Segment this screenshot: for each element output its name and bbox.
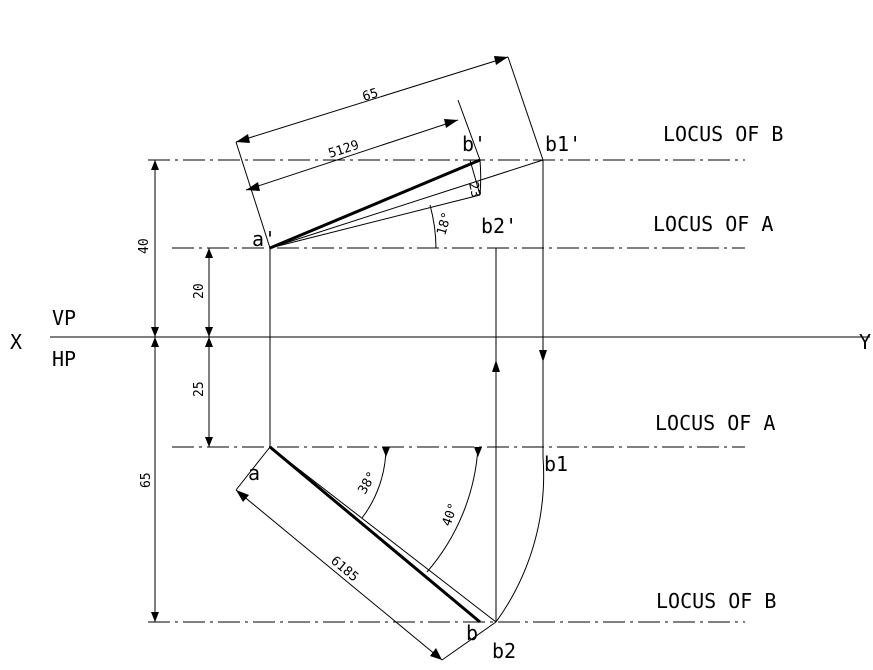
locus-a-bottom-label: LOCUS OF A [655,411,775,435]
point-b-label: b [466,621,478,645]
angle-theta-text: 18° [434,210,455,237]
dim-65-top-line [235,56,509,143]
dim-65-left-arrow-bottom [151,612,159,622]
dim-5129-line [245,119,459,191]
dim-25-arrow-top [205,337,213,347]
projector-arrow-up [492,360,500,372]
arc-38-arrow [382,447,390,457]
dim-20-text: 20 [192,283,207,299]
top-view-a-b [269,445,481,624]
dim-5129-arrow-right [444,119,458,128]
dim-25-text: 25 [192,381,207,397]
dim-65-left-text: 65 [139,472,154,488]
dim-6185-line [235,489,443,661]
dim-20-arrow-bottom [205,327,213,337]
front-view-a-b1-prime [269,159,544,249]
dim-40-arrow-top [151,160,159,170]
dim-40-text: 40 [137,238,152,254]
dim-65-left-arrow-top [151,337,159,347]
arc-theta [429,204,437,249]
arc-40-degree [426,446,479,573]
dim-6185-arrow-right [430,648,442,660]
dim-65-extension-b [507,56,544,161]
y-axis-label: Y [859,330,871,354]
dim-65-top-text: 65 [361,86,380,105]
top-view-a-b2 [269,446,497,623]
x-axis-label: X [10,330,22,354]
hp-label: HP [52,347,76,371]
arc-b2-b1 [495,456,545,623]
front-view-a-b-prime [269,158,481,250]
locus-b-top-label: LOCUS OF B [663,122,783,146]
arc-40-arrow [474,447,482,457]
dim-65-arrow-left [236,134,250,143]
point-b-prime-label: b' [462,132,486,156]
dim-23-line [469,159,481,196]
dim-40-arrow-bottom [151,327,159,337]
dim-5129-extension-b [457,99,481,161]
point-a-prime-label: a' [252,227,276,251]
locus-b-bottom-label: LOCUS OF B [656,589,776,613]
vp-label: VP [52,306,76,330]
dim-20-arrow-top [205,248,213,258]
point-b2-prime-label: b2' [481,214,517,238]
dim-6185-arrow-left [236,490,249,502]
point-b2-label: b2 [492,639,516,663]
projector-arrow-down [539,350,547,362]
dim-6185-extension-a [235,446,271,491]
point-b1-prime-label: b1' [545,132,581,156]
locus-a-top-label: LOCUS OF A [653,212,773,236]
dim-65-extension-a [235,141,271,249]
true-length-line-front [269,194,481,249]
point-b1-label: b1 [544,452,568,476]
dim-25-arrow-bottom [205,437,213,447]
dim-6185-extension-b [441,621,497,661]
dim-23-text: 23 [465,181,483,199]
point-a-label: a [248,461,260,485]
dim-65-arrow-right [494,56,508,65]
dim-5129-arrow-left [246,182,260,191]
